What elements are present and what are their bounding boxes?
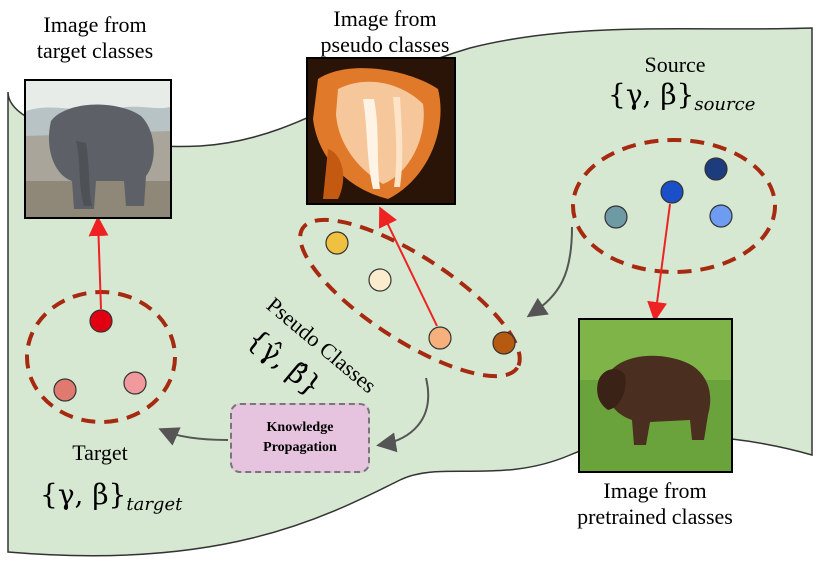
bison-image [578, 318, 733, 473]
source-cluster-outline [571, 138, 777, 274]
target-dot-2 [53, 378, 77, 402]
knowledge-propagation-label: Knowledge Propagation [263, 420, 337, 455]
target-params-subscript: target [126, 494, 183, 515]
target-dot-3 [123, 371, 147, 395]
target-label: Target [72, 440, 128, 465]
target-params-symbols: {γ, β} [40, 478, 127, 511]
source-dot-3 [704, 157, 728, 181]
pseudo-dot-3 [428, 326, 452, 350]
knowledge-propagation-box: Knowledge Propagation [230, 403, 370, 473]
pseudo-image [306, 57, 456, 205]
flow-pseudo-to-kp [376, 377, 430, 453]
target-dot-1 [89, 309, 113, 333]
source-dot-4 [709, 204, 733, 228]
source-dot-2 [660, 180, 684, 204]
elephant-image [24, 79, 172, 219]
pseudo-images-caption: Image from pseudo classes [320, 6, 450, 57]
pseudo-dot-1 [325, 231, 349, 255]
link-target-to-image [88, 216, 109, 310]
target-params: {γ, β}target [40, 478, 182, 515]
flow-source-to-pseudo [526, 226, 573, 318]
pseudo-dot-2 [368, 268, 392, 292]
flow-kp-to-target [158, 427, 229, 446]
source-params-symbols: {γ, β} [608, 78, 695, 111]
link-pseudo-to-image [378, 206, 438, 327]
source-label: Source [644, 52, 706, 77]
source-dot-1 [604, 205, 628, 229]
pseudo-dot-4 [492, 331, 516, 355]
source-params-subscript: source [694, 94, 756, 115]
link-source-to-image [647, 203, 671, 322]
pseudo-cluster-outline [298, 217, 522, 379]
target-images-caption: Image from target classes [36, 12, 154, 63]
source-params: {γ, β}source [608, 78, 755, 115]
pretrained-images-caption: Image from pretrained classes [577, 478, 733, 529]
